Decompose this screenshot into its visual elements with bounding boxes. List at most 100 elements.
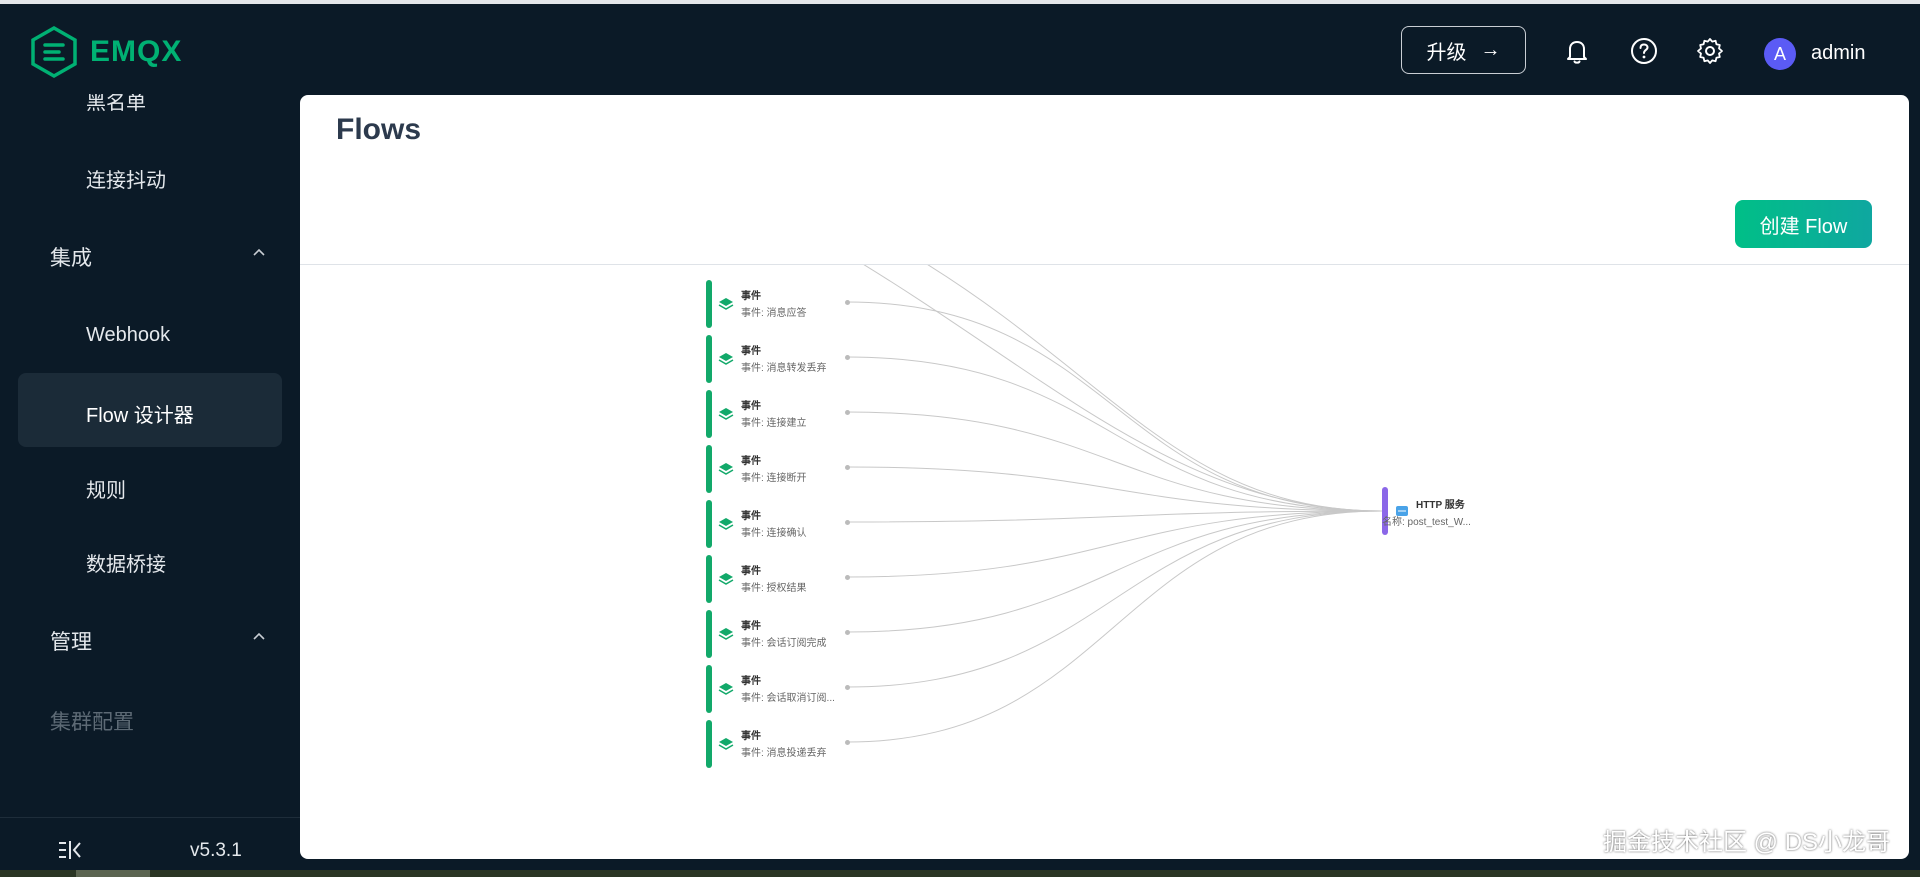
node-accent-bar xyxy=(706,555,712,603)
flow-source-node[interactable]: 事件事件: 连接建立 xyxy=(706,390,850,438)
logo[interactable]: EMQX xyxy=(28,25,182,79)
node-accent-bar xyxy=(706,390,712,438)
flow-canvas[interactable]: 事件事件: 消息应答事件事件: 消息转发丢弃事件事件: 连接建立事件事件: 连接… xyxy=(300,265,1909,859)
node-accent-bar xyxy=(706,500,712,548)
help-icon[interactable] xyxy=(1629,36,1659,66)
version-label: v5.3.1 xyxy=(190,840,242,861)
flow-source-node[interactable]: 事件事件: 消息应答 xyxy=(706,280,850,328)
sidebar-item-blacklist[interactable]: 黑名单 xyxy=(86,94,146,114)
node-accent-bar xyxy=(706,445,712,493)
emqx-logo-icon xyxy=(31,25,77,79)
watermark: 掘金技术社区 @ DS小龙哥 xyxy=(1603,829,1891,856)
top-bar: EMQX 升级 → A admin xyxy=(0,4,1920,94)
avatar[interactable]: A xyxy=(1764,38,1796,70)
node-description: 事件: 消息投递丢弃 xyxy=(741,748,827,759)
sidebar-item-rules[interactable]: 规则 xyxy=(86,480,126,502)
node-description: 事件: 会话订阅完成 xyxy=(741,638,827,649)
gear-icon[interactable] xyxy=(1695,36,1725,66)
flow-target-node[interactable]: HTTP 服务名称: post_test_W... xyxy=(1382,487,1542,535)
node-output-handle[interactable] xyxy=(845,630,850,635)
flow-source-node[interactable]: 事件事件: 消息投递丢弃 xyxy=(706,720,850,768)
flow-edges xyxy=(846,265,1383,743)
sidebar: 黑名单 连接抖动 集成 Webhook Flow 设计器 规则 数据桥接 管理 … xyxy=(0,94,300,877)
username[interactable]: admin xyxy=(1811,42,1866,64)
taskbar xyxy=(0,870,1920,877)
node-output-handle[interactable] xyxy=(845,740,850,745)
sidebar-group-management[interactable]: 管理 xyxy=(50,631,92,654)
chevron-up-icon[interactable] xyxy=(252,630,266,644)
node-title: 事件 xyxy=(741,401,761,412)
node-output-handle[interactable] xyxy=(845,575,850,580)
node-title: 事件 xyxy=(741,566,761,577)
node-output-handle[interactable] xyxy=(845,300,850,305)
sidebar-item-connection-jitter[interactable]: 连接抖动 xyxy=(86,170,166,192)
sidebar-group-integration[interactable]: 集成 xyxy=(50,247,92,270)
node-title: 事件 xyxy=(741,456,761,467)
sidebar-footer: v5.3.1 xyxy=(0,817,300,877)
layers-icon xyxy=(718,353,734,365)
flow-edge xyxy=(846,510,1383,523)
sidebar-item-webhook[interactable]: Webhook xyxy=(86,324,171,346)
sidebar-item-data-bridges[interactable]: 数据桥接 xyxy=(86,554,166,576)
node-description: 事件: 消息应答 xyxy=(741,308,807,319)
node-accent-bar xyxy=(706,665,712,713)
node-title: 事件 xyxy=(741,731,761,742)
page-title: Flows xyxy=(336,113,422,146)
layers-icon xyxy=(718,628,734,640)
flow-source-node[interactable]: 事件事件: 连接断开 xyxy=(706,445,850,493)
node-title: 事件 xyxy=(741,291,761,302)
flow-edge xyxy=(846,510,1383,688)
layers-icon xyxy=(718,518,734,530)
node-description: 事件: 会话取消订阅... xyxy=(741,693,835,704)
sidebar-item-flow-active-bg[interactable] xyxy=(18,373,282,447)
flow-edge xyxy=(846,301,1383,512)
node-description: 名称: post_test_W... xyxy=(1382,517,1471,528)
collapse-sidebar-icon[interactable] xyxy=(56,838,84,862)
flow-source-node[interactable]: 事件事件: 消息转发丢弃 xyxy=(706,335,850,383)
chevron-up-icon[interactable] xyxy=(252,246,266,260)
node-title: 事件 xyxy=(741,676,761,687)
node-description: 事件: 授权结果 xyxy=(741,583,807,594)
taskbar-item[interactable] xyxy=(76,870,150,877)
window-top-strip xyxy=(0,0,1920,4)
node-output-handle[interactable] xyxy=(845,355,850,360)
sidebar-item-cluster-config[interactable]: 集群配置 xyxy=(50,711,134,734)
node-title: 事件 xyxy=(741,511,761,522)
sidebar-item-flow-designer[interactable]: Flow 设计器 xyxy=(86,405,194,427)
node-accent-bar xyxy=(706,720,712,768)
flow-edge xyxy=(846,510,1383,578)
flow-source-node[interactable]: 事件事件: 会话取消订阅... xyxy=(706,665,850,713)
flow-edge xyxy=(846,510,1383,633)
flow-edge xyxy=(846,411,1383,512)
layers-icon xyxy=(718,738,734,750)
logo-text: EMQX xyxy=(90,35,183,68)
flow-edge xyxy=(846,466,1383,512)
upgrade-label: 升级 xyxy=(1426,41,1467,64)
header-divider xyxy=(300,264,1909,265)
node-title: HTTP 服务 xyxy=(1416,500,1465,511)
flow-edge xyxy=(846,510,1383,743)
create-flow-button[interactable]: 创建 Flow xyxy=(1735,200,1872,248)
node-output-handle[interactable] xyxy=(845,685,850,690)
node-output-handle[interactable] xyxy=(845,520,850,525)
http-icon xyxy=(1396,506,1408,516)
flow-source-node[interactable]: 事件事件: 连接确认 xyxy=(706,500,850,548)
node-output-handle[interactable] xyxy=(845,465,850,470)
flow-edge-offscreen xyxy=(863,265,1383,512)
node-accent-bar xyxy=(1382,487,1388,535)
node-accent-bar xyxy=(706,610,712,658)
bell-icon[interactable] xyxy=(1562,36,1592,66)
flow-edge-offscreen xyxy=(927,265,1383,512)
node-description: 事件: 消息转发丢弃 xyxy=(741,363,827,374)
layers-icon xyxy=(718,463,734,475)
upgrade-button[interactable]: 升级 → xyxy=(1401,26,1526,74)
flow-source-node[interactable]: 事件事件: 会话订阅完成 xyxy=(706,610,850,658)
layers-icon xyxy=(718,298,734,310)
flow-source-node[interactable]: 事件事件: 授权结果 xyxy=(706,555,850,603)
main-panel: Flows 创建 Flow 事件事件: 消息应答事件事件: 消息转发丢弃事件事件… xyxy=(300,95,1909,859)
node-accent-bar xyxy=(706,280,712,328)
node-title: 事件 xyxy=(741,621,761,632)
node-description: 事件: 连接确认 xyxy=(741,528,807,539)
layers-icon xyxy=(718,408,734,420)
node-output-handle[interactable] xyxy=(845,410,850,415)
